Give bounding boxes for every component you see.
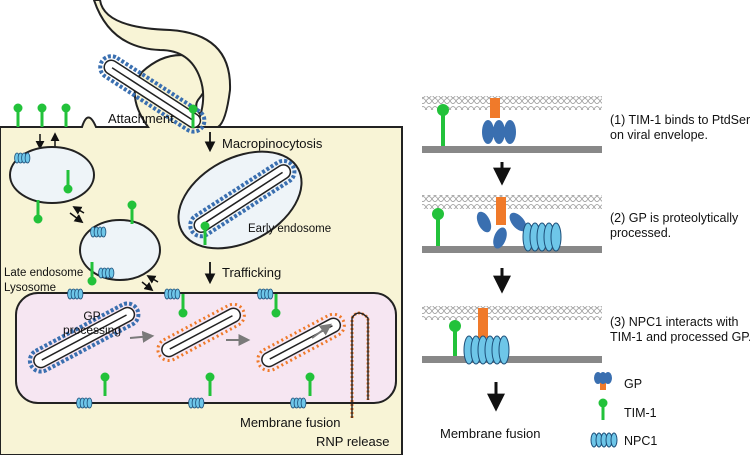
label-rnp-release: RNP release bbox=[316, 434, 389, 449]
label-early-endosome: Early endosome bbox=[248, 223, 331, 235]
label-macropinocytosis: Macropinocytosis bbox=[222, 136, 323, 151]
label-gp-processing-2: processing bbox=[63, 323, 121, 337]
tim1-surface bbox=[12, 102, 72, 129]
label-attachment: Attachment bbox=[108, 111, 174, 126]
step2-illustration bbox=[422, 195, 602, 253]
recycling-vesicle-top bbox=[9, 146, 95, 204]
step2-line2: processed. bbox=[610, 226, 671, 240]
final-membrane-fusion: Membrane fusion bbox=[440, 426, 540, 441]
step2-line1: (2) GP is proteolytically bbox=[610, 211, 739, 225]
step1-illustration bbox=[422, 96, 602, 153]
step3-line1: (3) NPC1 interacts with bbox=[610, 315, 739, 329]
legend-label-gp: GP bbox=[624, 377, 642, 391]
legend-label-npc1: NPC1 bbox=[624, 434, 657, 448]
label-lysosome: Lysosome bbox=[4, 282, 56, 294]
label-gp-processing-1: GP bbox=[83, 309, 100, 323]
legend: GP TIM-1 NPC1 bbox=[590, 372, 657, 448]
npc1-vesicle-1 bbox=[14, 152, 31, 164]
npc1-icon bbox=[590, 432, 618, 448]
tim1-icon bbox=[598, 398, 608, 420]
label-membrane-fusion: Membrane fusion bbox=[240, 415, 340, 430]
membrane-protrusion bbox=[92, 0, 232, 128]
step3-illustration bbox=[422, 306, 602, 365]
label-late-endosome: Late endosome bbox=[4, 267, 83, 279]
label-trafficking: Trafficking bbox=[222, 265, 281, 280]
step1-line1: (1) TIM-1 binds to PtdSer bbox=[610, 113, 750, 127]
gp-icon bbox=[594, 372, 612, 390]
legend-label-tim1: TIM-1 bbox=[624, 406, 657, 420]
step3-line2: TIM-1 and processed GP. bbox=[610, 330, 750, 344]
step1-line2: on viral envelope. bbox=[610, 128, 708, 142]
